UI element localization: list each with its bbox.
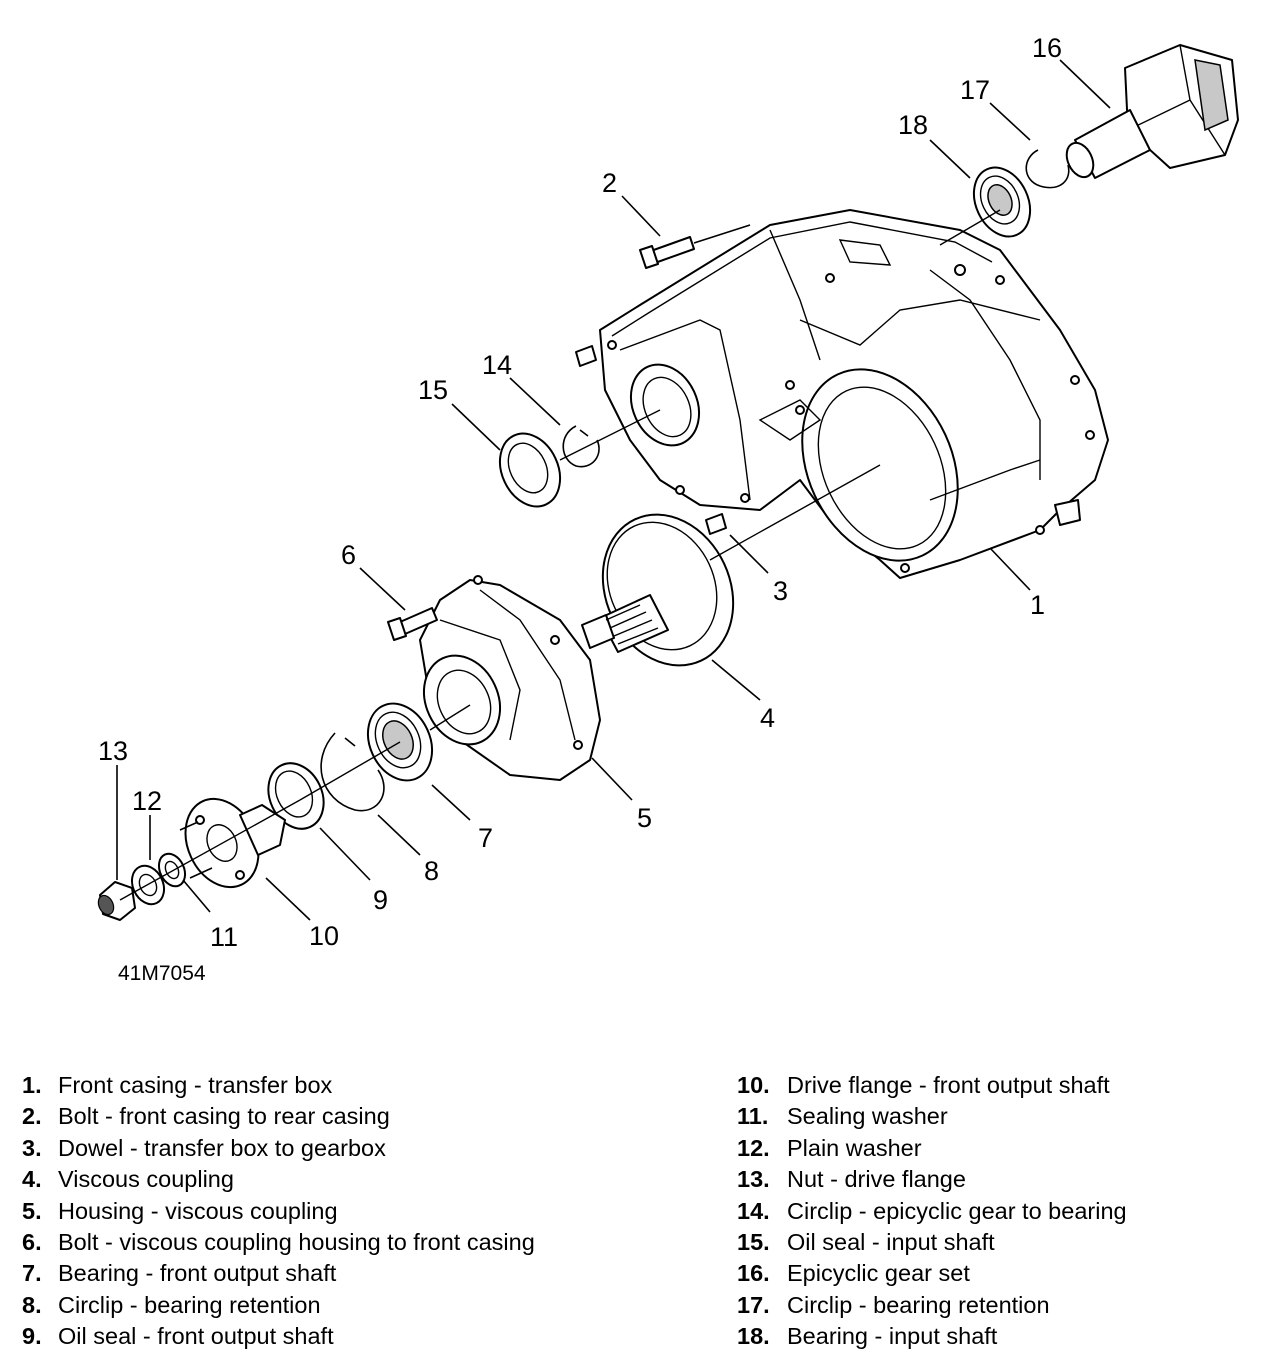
circlip-part-17 bbox=[1025, 149, 1070, 189]
callout-15: 15 bbox=[418, 375, 448, 405]
callout-6: 6 bbox=[341, 540, 356, 570]
legend-item: 8.Circlip - bearing retention bbox=[22, 1291, 321, 1318]
callout-10: 10 bbox=[309, 921, 339, 951]
oil-seal-part-9 bbox=[267, 762, 325, 830]
callout-2: 2 bbox=[602, 168, 617, 198]
front-casing-part-1 bbox=[599, 209, 1109, 579]
legend-item: 14.Circlip - epicyclic gear to bearing bbox=[737, 1197, 1127, 1224]
legend-item: 3.Dowel - transfer box to gearbox bbox=[22, 1134, 386, 1161]
legend-item: 16.Epicyclic gear set bbox=[737, 1260, 970, 1287]
callout-5: 5 bbox=[637, 803, 652, 833]
callout-11: 11 bbox=[210, 922, 238, 952]
legend-item: 11.Sealing washer bbox=[737, 1103, 948, 1130]
legend-item: 15.Oil seal - input shaft bbox=[737, 1229, 995, 1256]
circlip-part-8 bbox=[320, 732, 385, 812]
callout-12: 12 bbox=[132, 786, 162, 816]
bolt-part-2 bbox=[639, 224, 751, 269]
callout-4: 4 bbox=[760, 703, 775, 733]
nut-part-13 bbox=[97, 881, 136, 921]
legend-item: 7.Bearing - front output shaft bbox=[22, 1260, 337, 1287]
callout-16: 16 bbox=[1032, 33, 1062, 63]
legend-item: 9.Oil seal - front output shaft bbox=[22, 1323, 334, 1350]
legend-item: 17.Circlip - bearing retention bbox=[737, 1291, 1050, 1318]
callout-18: 18 bbox=[898, 110, 928, 140]
callout-13: 13 bbox=[98, 736, 128, 766]
figure-reference: 41M7054 bbox=[118, 962, 206, 985]
legend-item: 18.Bearing - input shaft bbox=[737, 1323, 998, 1350]
legend-left-column: 1.Front casing - transfer box 2.Bolt - f… bbox=[22, 1070, 535, 1353]
callout-14: 14 bbox=[482, 350, 512, 380]
callout-17: 17 bbox=[960, 75, 990, 105]
housing-part-5 bbox=[419, 575, 601, 781]
viscous-coupling-part-4 bbox=[581, 513, 735, 667]
legend-right-column: 10.Drive flange - front output shaft 11.… bbox=[737, 1070, 1127, 1353]
dowel-part-3 bbox=[575, 345, 727, 535]
legend-item: 2.Bolt - front casing to rear casing bbox=[22, 1103, 390, 1130]
legend-item: 13.Nut - drive flange bbox=[737, 1166, 966, 1193]
callout-labels: 1 2 3 4 5 6 7 8 9 10 11 12 13 14 15 16 1… bbox=[98, 33, 1062, 952]
exploded-view-diagram: 1 2 3 4 5 6 7 8 9 10 11 12 13 14 15 16 1… bbox=[97, 33, 1239, 985]
drive-flange-part-10 bbox=[179, 797, 286, 889]
callout-8: 8 bbox=[424, 856, 439, 886]
legend-item: 5.Housing - viscous coupling bbox=[22, 1197, 338, 1224]
legend-item: 1.Front casing - transfer box bbox=[22, 1072, 333, 1098]
legend-item: 6.Bolt - viscous coupling housing to fro… bbox=[22, 1229, 535, 1256]
callout-9: 9 bbox=[373, 885, 388, 915]
leader-lines bbox=[116, 59, 1111, 921]
callout-3: 3 bbox=[773, 576, 788, 606]
bolt-part-6 bbox=[387, 607, 438, 641]
legend-item: 12.Plain washer bbox=[737, 1134, 922, 1161]
callout-1: 1 bbox=[1030, 590, 1045, 620]
legend-item: 10.Drive flange - front output shaft bbox=[737, 1072, 1110, 1098]
circlip-part-14 bbox=[562, 425, 600, 468]
epicyclic-gear-set-part-16 bbox=[1065, 44, 1239, 179]
callout-7: 7 bbox=[478, 823, 493, 853]
bearing-part-18 bbox=[972, 166, 1032, 238]
oil-seal-part-15 bbox=[498, 432, 562, 508]
legend-item: 4.Viscous coupling bbox=[22, 1166, 234, 1193]
